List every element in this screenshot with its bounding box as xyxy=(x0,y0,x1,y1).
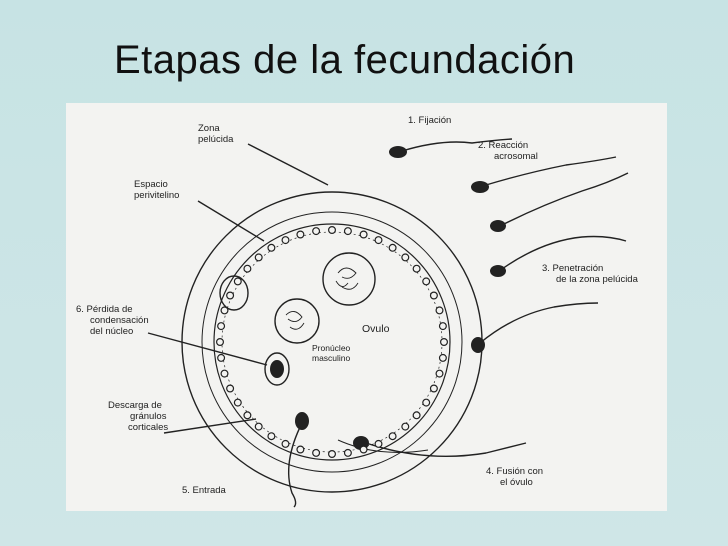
cortical-granule xyxy=(254,253,263,262)
label-descarga-line-1: Descarga de xyxy=(108,400,162,411)
cortical-granule xyxy=(359,230,368,239)
label-zona-line-2: pelúcida xyxy=(198,134,234,145)
label-perdida-line-3: del núcleo xyxy=(90,326,134,337)
cortical-granule xyxy=(328,450,337,459)
label-pronucleo: Pronúcleo masculino xyxy=(312,343,350,363)
pointer-descarga xyxy=(163,418,257,434)
cortical-granule xyxy=(435,306,444,315)
cortical-granule xyxy=(312,227,321,236)
pointer-espacio xyxy=(197,200,265,242)
cortical-granule xyxy=(343,448,352,457)
diagram-drawing xyxy=(147,138,629,508)
cortical-granule xyxy=(217,353,226,362)
cortical-granule xyxy=(216,338,225,347)
polar-body xyxy=(219,275,249,311)
pointer-zona xyxy=(247,143,329,186)
zona-pelucida-inner xyxy=(201,211,463,473)
cortical-granule xyxy=(254,422,263,431)
cortical-granule xyxy=(343,227,352,236)
cortical-granule xyxy=(412,264,421,273)
cortical-granule xyxy=(233,398,242,407)
label-descarga: Descarga de gránulos corticales xyxy=(108,400,168,433)
cortical-granule xyxy=(217,322,226,331)
cortical-granule xyxy=(374,439,383,448)
cortical-granule xyxy=(296,230,305,239)
pointer-perdida xyxy=(147,332,268,366)
cortical-granule xyxy=(243,411,252,420)
ovum-membrane xyxy=(213,223,451,461)
cortical-granule xyxy=(435,369,444,378)
label-ovulo: Ovulo xyxy=(362,323,390,335)
cortical-granule xyxy=(359,445,368,454)
cortical-granule xyxy=(233,277,242,286)
label-penetracion-line-2: de la zona pelúcida xyxy=(556,274,638,285)
cortical-granule xyxy=(374,236,383,245)
cortical-granule xyxy=(226,291,235,300)
cortical-granule xyxy=(281,236,290,245)
label-reaccion-line-1: 2. Reacción xyxy=(478,140,529,151)
cortical-granule xyxy=(388,432,397,441)
label-descarga-line-2: gránulos xyxy=(130,411,167,422)
label-pronucleo-line-1: Pronúcleo xyxy=(312,343,351,353)
label-espacio-line-1: Espacio xyxy=(134,179,168,190)
male-pronucleus xyxy=(274,298,320,344)
label-descarga-line-3: corticales xyxy=(128,422,169,433)
cortical-granule xyxy=(226,384,235,393)
label-fusion-line-1: 4. Fusión con xyxy=(486,466,544,477)
label-perdida-line-1: 6. Pérdida de xyxy=(76,304,133,315)
cortical-granule xyxy=(220,306,229,315)
label-fusion-line-2: el óvulo xyxy=(500,477,533,488)
cortical-granule xyxy=(422,277,431,286)
cortical-granule xyxy=(422,398,431,407)
cortical-granule xyxy=(220,369,229,378)
cortical-granule xyxy=(388,243,397,252)
cortical-granule xyxy=(328,225,337,234)
cortical-granule xyxy=(429,384,438,393)
label-entrada: 5. Entrada xyxy=(182,485,226,496)
label-espacio-line-2: perivitelino xyxy=(134,190,180,201)
cortical-granule xyxy=(438,353,447,362)
label-fijacion: 1. Fijación xyxy=(408,115,452,126)
cortical-granule xyxy=(438,322,447,331)
cortical-granule xyxy=(267,432,276,441)
label-penetracion: 3. Penetración de la zona pelúcida xyxy=(542,263,638,285)
cortical-granule xyxy=(312,448,321,457)
cortical-granule xyxy=(267,243,276,252)
label-reaccion-acrosomal: 2. Reacción acrosomal xyxy=(478,140,538,162)
cortical-granule xyxy=(412,411,421,420)
cortical-granule xyxy=(401,422,410,431)
label-reaccion-line-2: acrosomal xyxy=(494,151,538,162)
cortical-granule xyxy=(401,253,410,262)
label-espacio-perivitelino: Espacio perivitelino xyxy=(134,179,179,201)
sperm-nucleus xyxy=(264,352,290,386)
label-perdida: 6. Pérdida de condensación del núcleo xyxy=(76,304,149,337)
cortical-granule xyxy=(440,338,449,347)
cortical-granule xyxy=(429,291,438,300)
fertilization-diagram: Zona pelúcida Espacio perivitelino 1. Fi… xyxy=(66,103,667,511)
cortical-granule xyxy=(243,264,252,273)
label-fusion: 4. Fusión con el óvulo xyxy=(486,466,543,488)
label-pronucleo-line-2: masculino xyxy=(312,353,351,363)
label-zona-pelucida: Zona pelúcida xyxy=(198,123,233,145)
zona-pelucida-outer xyxy=(181,191,483,493)
slide-title: Etapas de la fecundación xyxy=(114,38,576,82)
cortical-granule xyxy=(281,439,290,448)
cortical-granule xyxy=(296,445,305,454)
label-perdida-line-2: condensación xyxy=(90,315,149,326)
label-zona-line-1: Zona xyxy=(198,123,220,134)
female-pronucleus xyxy=(322,252,376,306)
label-penetracion-line-1: 3. Penetración xyxy=(542,263,604,274)
